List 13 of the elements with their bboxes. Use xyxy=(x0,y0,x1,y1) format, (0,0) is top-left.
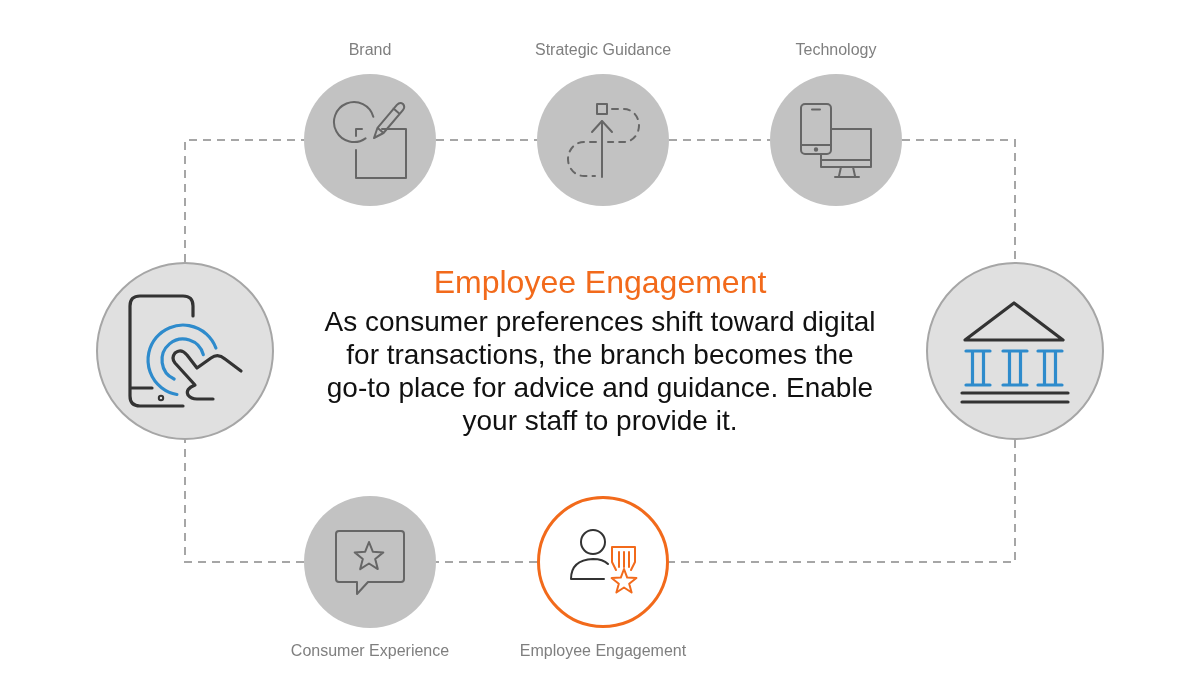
description-text: As consumer preferences shift toward digital for transactions, the branch becomes the go-to place for advice and guidance. Enable your staff to provide it. xyxy=(323,305,877,437)
node-label: Employee Engagement xyxy=(519,642,687,660)
node-label: Strategic Guidance xyxy=(534,41,672,59)
heading: Employee Engagement xyxy=(433,264,767,300)
dashed-connector xyxy=(184,139,305,263)
dashed-connector xyxy=(435,561,538,563)
node-label: Technology xyxy=(795,41,877,59)
node-label: Consumer Experience xyxy=(290,642,450,660)
dashed-connector xyxy=(668,439,1016,563)
dashed-connector xyxy=(184,439,305,563)
dashed-connector xyxy=(435,139,538,141)
dashed-connector xyxy=(668,139,771,141)
node-label: Brand xyxy=(348,41,392,59)
